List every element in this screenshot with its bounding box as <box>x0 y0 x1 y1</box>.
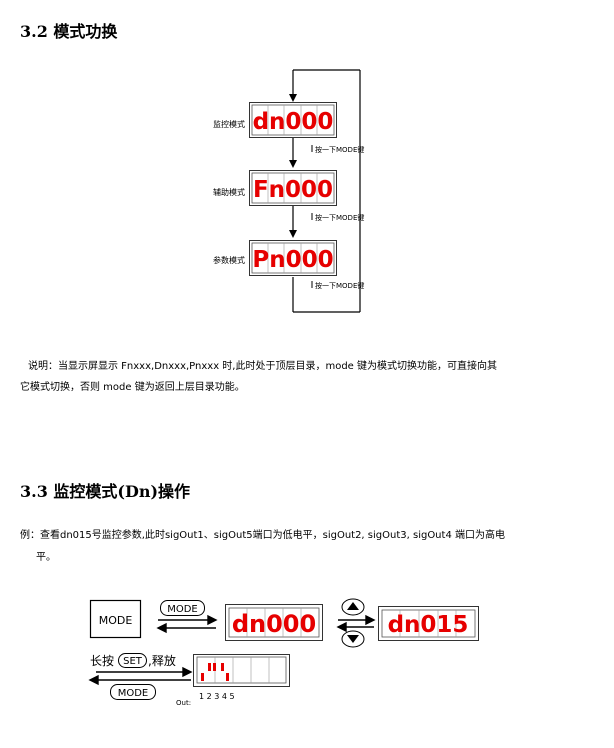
long-press-prefix: 长按 <box>90 654 114 668</box>
mode-key-hint-3: 按一下MODE键 <box>315 282 365 290</box>
out-segments <box>201 663 229 681</box>
out-label: Out: <box>176 699 191 707</box>
mode-label-param: 参数模式 <box>213 256 245 265</box>
set-key-pill <box>118 653 147 668</box>
op-display-dn015-text: dn015 <box>388 612 469 638</box>
down-key <box>341 630 365 648</box>
set-key-label: SET <box>123 656 143 667</box>
op-display-dn015: dn015 <box>378 606 479 641</box>
example-line-1: 例：查看dn015号监控参数,此时sigOut1、sigOut5端口为低电平，s… <box>20 530 505 541</box>
mode-switch-diagram <box>289 69 361 313</box>
mode-pill <box>160 600 205 616</box>
triangle-down-icon <box>347 635 359 643</box>
operation-diagram: MODE MODE dn000 <box>88 598 479 707</box>
mode-key-label: MODE <box>99 614 133 627</box>
mode-pill-bottom <box>110 684 156 700</box>
description-line-1: 说明：当显示屏显示 Fnxxx,Dnxxx,Pnxxx 时,此时处于顶层目录，m… <box>28 361 498 372</box>
op-display-dn000: dn000 <box>225 604 323 641</box>
section-3-3-title: 3.3 监控模式(Dn)操作 <box>20 482 191 501</box>
display-fn000-text: Fn000 <box>253 177 333 203</box>
display-dn000-text: dn000 <box>253 109 334 135</box>
mode-label-aux: 辅助模式 <box>213 188 245 197</box>
mode-label-monitor: 监控模式 <box>213 120 245 129</box>
triangle-up-icon <box>347 602 359 610</box>
up-key <box>341 598 365 616</box>
op-display-dn000-text: dn000 <box>232 610 316 638</box>
mode-key-hint-1: 按一下MODE键 <box>315 146 365 154</box>
out-status-display <box>193 654 290 687</box>
out-numbers: 1 2 3 4 5 <box>199 692 235 701</box>
arrow-heads <box>289 94 297 238</box>
mode-key-hint-2: 按一下MODE键 <box>315 214 365 222</box>
long-press-suffix: ,释放 <box>148 653 176 668</box>
display-fn000: Fn000 <box>249 170 337 206</box>
display-pn000: Pn000 <box>249 240 337 276</box>
mode-pill-label: MODE <box>167 604 198 615</box>
example-line-2: 平。 <box>36 552 56 563</box>
mode-pill-bottom-label: MODE <box>118 688 149 699</box>
section-3-2-title: 3.2 模式功换 <box>20 22 118 41</box>
mode-key-box <box>89 599 142 639</box>
display-dn000: dn000 <box>249 102 337 138</box>
description-line-2: 它模式切换，否则 mode 键为返回上层目录功能。 <box>20 382 245 393</box>
display-pn000-text: Pn000 <box>252 247 333 273</box>
